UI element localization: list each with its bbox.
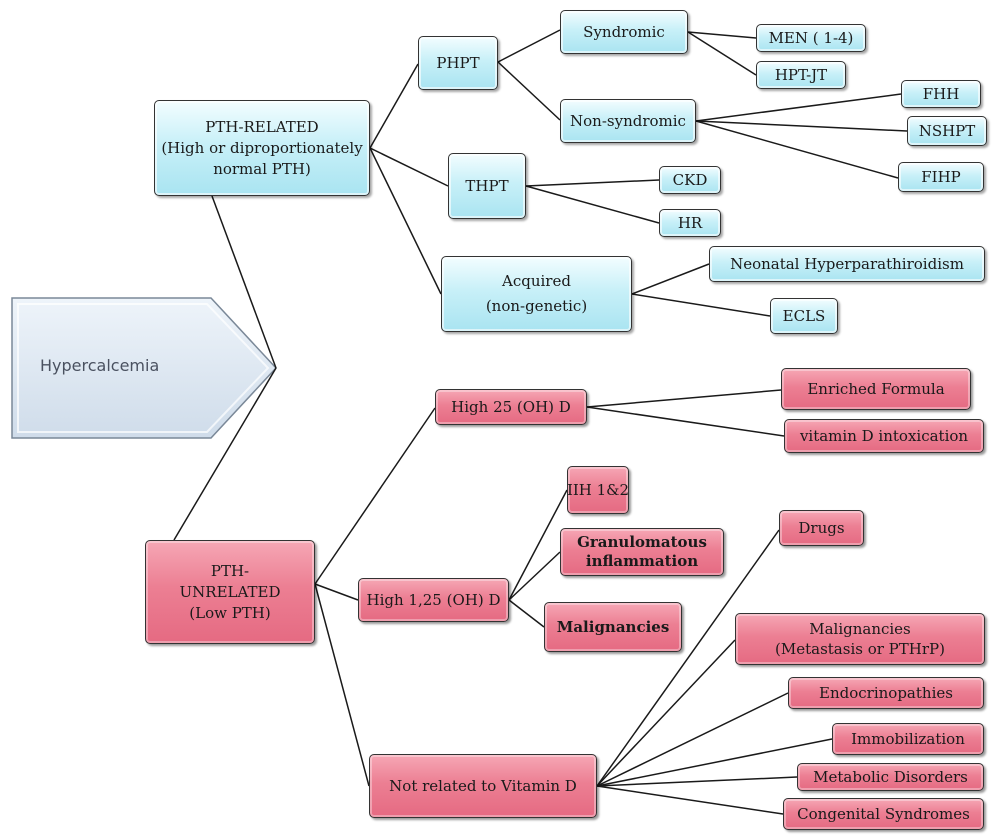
node-fhh: FHH <box>901 80 981 108</box>
node-phpt: PHPT <box>418 36 498 90</box>
node-metabolic-disorders: Metabolic Disorders <box>797 763 984 791</box>
node-acquired-line-2: (non-genetic) <box>485 297 588 315</box>
node-endocrinopathies: Endocrinopathies <box>788 677 984 709</box>
node-high-25-oh-d: High 25 (OH) D <box>435 389 587 425</box>
node-non-syndromic: Non-syndromic <box>560 99 696 143</box>
node-pth-unrelated: PTH- UNRELATED (Low PTH) <box>145 540 315 644</box>
node-drugs: Drugs <box>779 510 864 546</box>
root-label-hypercalcemia: Hypercalcemia <box>40 356 160 375</box>
node-hr: HR <box>659 209 721 237</box>
node-iih-1-2: IIH 1&2 <box>567 466 629 514</box>
node-men-1-4: MEN ( 1-4) <box>756 24 866 52</box>
node-not-related-vitamin-d: Not related to Vitamin D <box>369 754 597 818</box>
node-ecls: ECLS <box>770 298 838 334</box>
node-acquired-line-1: Acquired <box>502 272 571 290</box>
node-syndromic: Syndromic <box>560 10 688 54</box>
node-pth-related-line-3: normal PTH) <box>213 159 311 178</box>
node-acquired: Acquired (non-genetic) <box>441 256 632 332</box>
node-malignancies-line-1: Malignancies <box>809 620 911 638</box>
edges <box>173 29 908 815</box>
root-arrow-shape <box>11 297 278 439</box>
node-pth-related: PTH-RELATED (High or diproportionately n… <box>154 100 370 196</box>
node-malignancies-line-2: (Metastasis or PTHrP) <box>775 640 945 658</box>
node-ckd: CKD <box>659 166 721 194</box>
node-immobilization: Immobilization <box>832 723 984 755</box>
node-enriched-formula: Enriched Formula <box>781 368 971 410</box>
node-pth-unrelated-line-3: (Low PTH) <box>189 603 271 622</box>
node-nshpt: NSHPT <box>907 116 987 146</box>
node-vitamin-d-intoxication: vitamin D intoxication <box>784 419 984 453</box>
node-malignancies-high-125: Malignancies <box>544 602 682 652</box>
node-fihp: FIHP <box>898 162 984 192</box>
node-pth-related-line-2: (High or diproportionately <box>161 138 363 157</box>
node-granulomatous-inflammation: Granulomatous inflammation <box>560 528 724 576</box>
node-granulomatous-line-2: inflammation <box>585 552 699 570</box>
node-thpt: THPT <box>448 153 526 219</box>
node-high-1-25-oh-d: High 1,25 (OH) D <box>358 578 509 622</box>
node-granulomatous-line-1: Granulomatous <box>577 533 707 551</box>
node-hpt-jt: HPT-JT <box>756 61 846 89</box>
node-neonatal-hyperparathiroidism: Neonatal Hyperparathiroidism <box>709 246 985 282</box>
node-pth-unrelated-line-1: PTH- <box>210 561 250 580</box>
node-malignancies-metastasis: Malignancies (Metastasis or PTHrP) <box>735 613 985 665</box>
node-pth-unrelated-line-2: UNRELATED <box>179 582 281 601</box>
node-congenital-syndromes: Congenital Syndromes <box>783 798 984 830</box>
node-pth-related-line-1: PTH-RELATED <box>205 117 319 136</box>
